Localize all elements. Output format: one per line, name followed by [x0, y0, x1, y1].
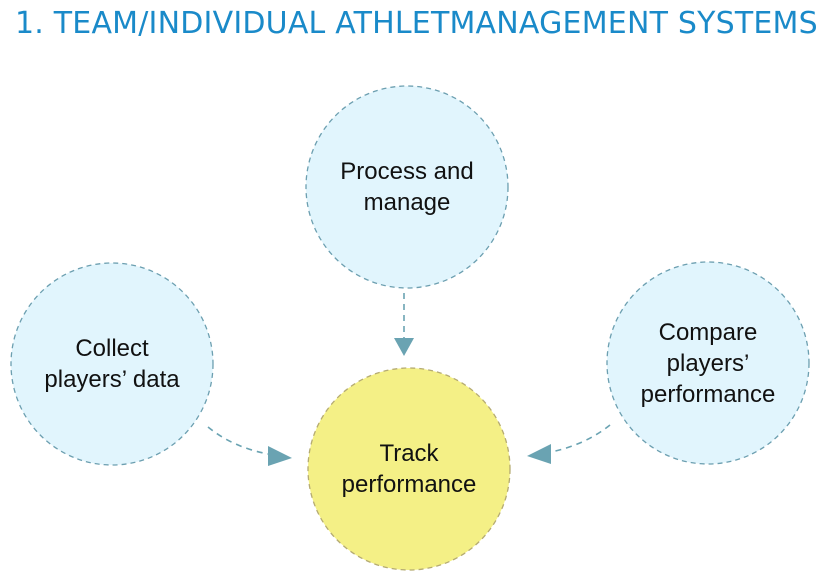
diagram-title: 1. TEAM/INDIVIDUAL ATHLETMANAGEMENT SYST… [15, 6, 818, 41]
node-collect-label: Collect players’ data [44, 335, 180, 393]
node-collect-circle [10, 262, 214, 466]
node-process-label: Process and manage [340, 158, 474, 216]
node-track-circle [307, 367, 511, 571]
arrowhead-compare-to-track [527, 444, 551, 464]
arrowhead-collect-to-track [268, 446, 292, 466]
node-process-circle [305, 85, 509, 289]
node-track-label: Track performance [341, 440, 477, 498]
node-compare-label: Compare players’ performance [640, 318, 776, 408]
arrow-collect-to-track [207, 426, 275, 456]
arrowhead-process-to-track [394, 338, 414, 356]
node-compare-circle [606, 261, 810, 465]
arrow-compare-to-track [545, 424, 611, 454]
